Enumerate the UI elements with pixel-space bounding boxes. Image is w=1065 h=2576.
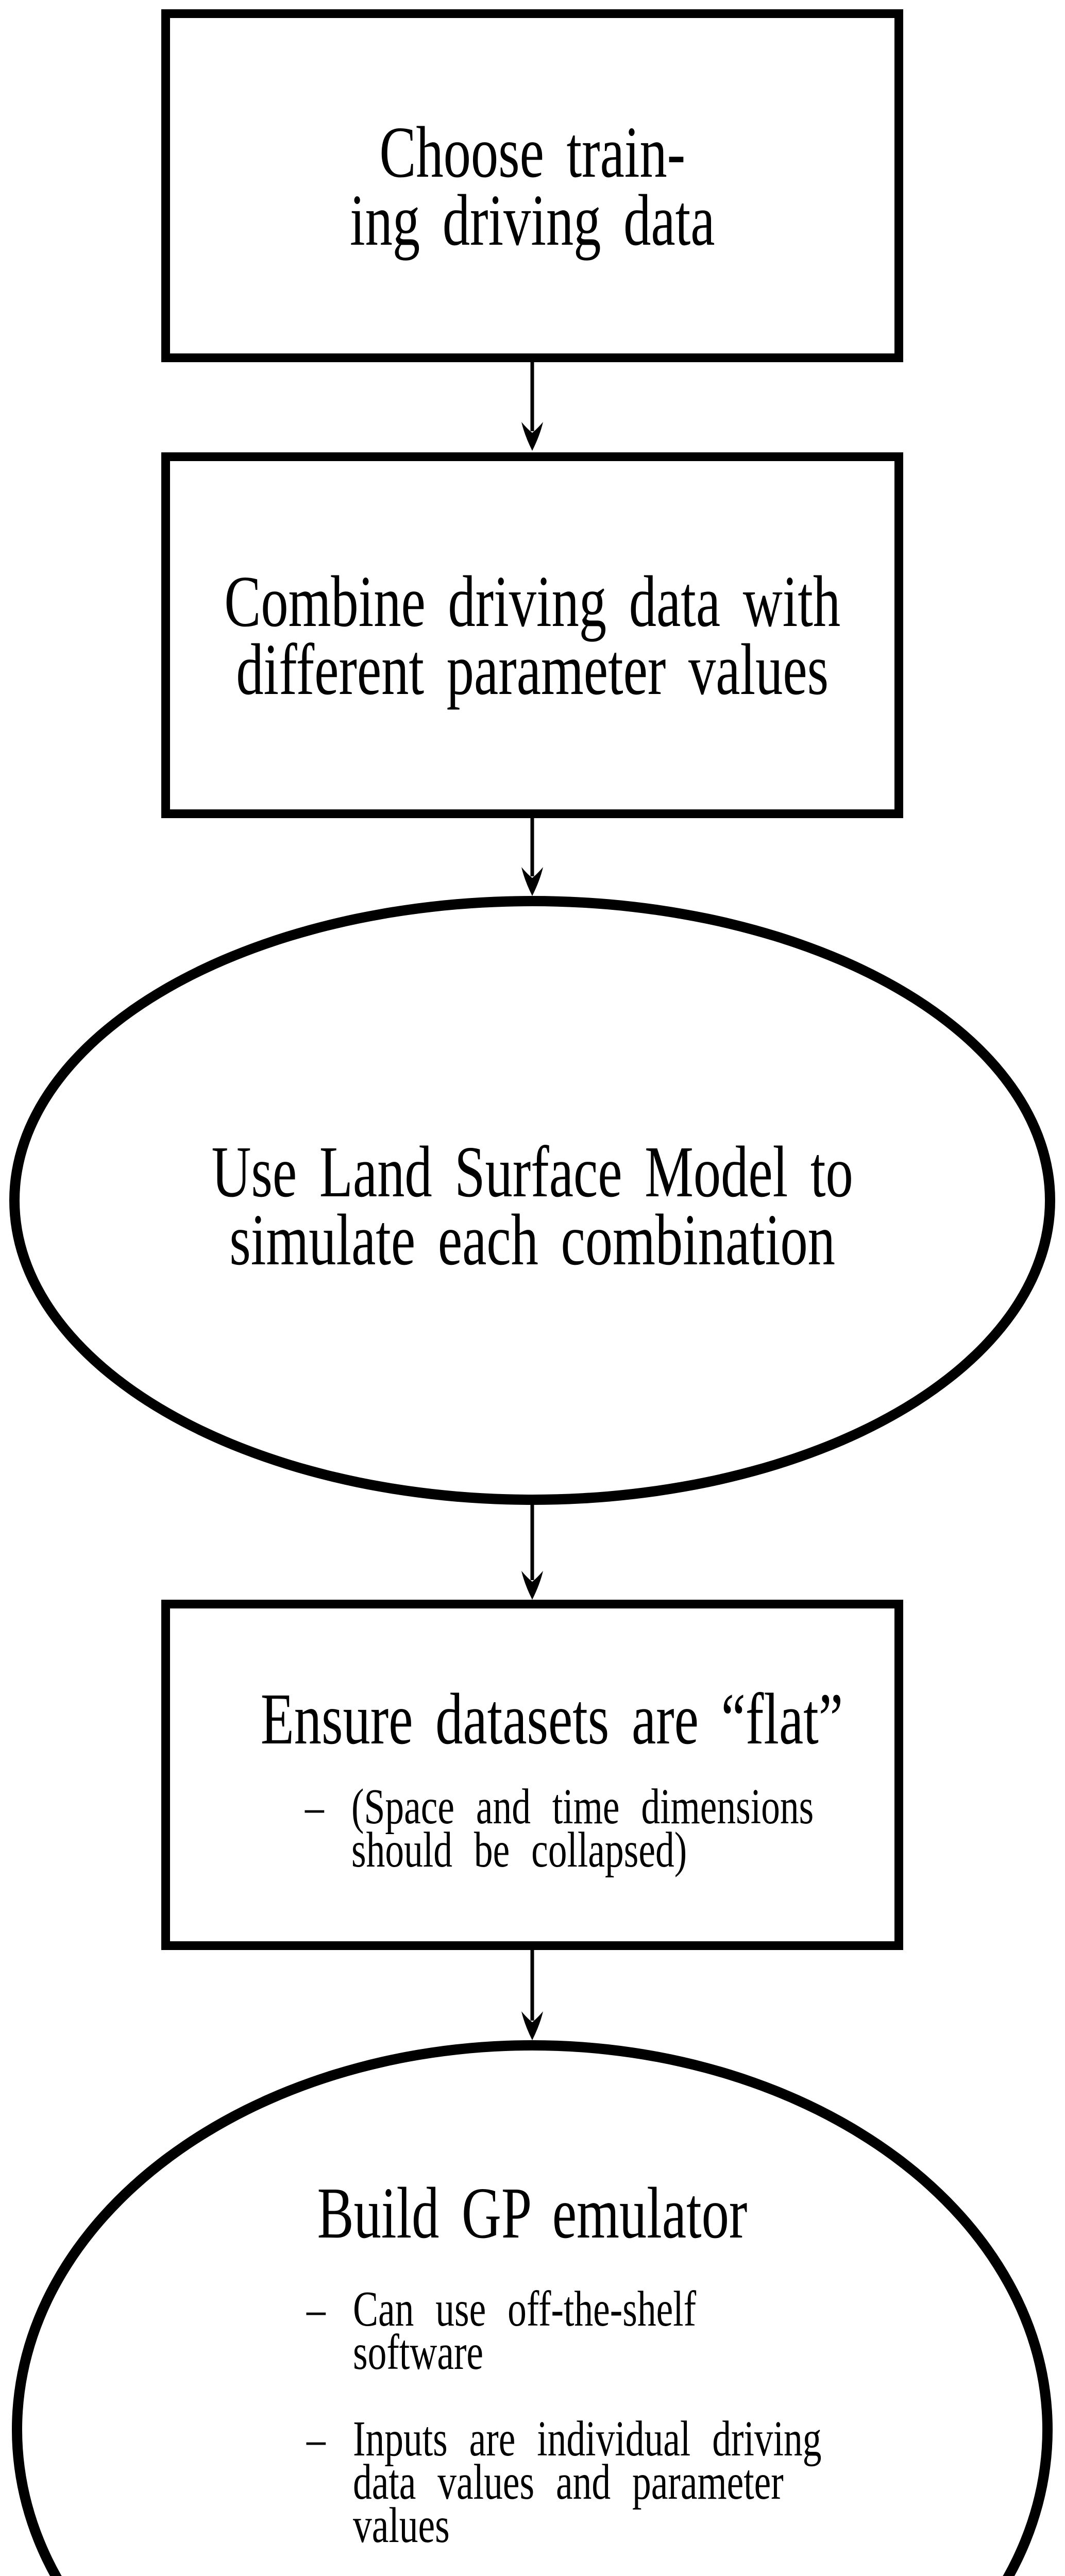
- bullet-dash: –: [307, 2281, 326, 2337]
- node-build-gp-emulator: Build GP emulator – Can use off-the-shel…: [12, 2040, 1053, 2576]
- text-line: Combine driving data with: [224, 561, 840, 642]
- arrow-svg: [521, 362, 543, 451]
- node-combine-driving-data: Combine driving data with different para…: [161, 452, 903, 818]
- node-run-land-surface-model: Use Land Surface Model to simulate each …: [9, 896, 1055, 1505]
- bullet-text: Can use off-the-shelf software: [353, 2281, 886, 2380]
- bullet-text: (Space and time dimensions should be col…: [351, 1779, 885, 1878]
- node-title: Build GP emulator: [317, 2172, 748, 2253]
- arrow-svg: [521, 818, 543, 896]
- bullet-list: – (Space and time dimensions should be c…: [305, 1779, 1065, 1878]
- text-line: values: [353, 2498, 450, 2553]
- node-text: Combine driving data with different para…: [224, 561, 840, 710]
- text-line: Use Land Surface Model to: [211, 1131, 853, 1212]
- flow-arrow-1: [512, 362, 553, 451]
- arrow-svg: [521, 1505, 543, 1600]
- text-line: simulate each combination: [229, 1199, 835, 1280]
- text-line: Choose train-: [379, 111, 685, 193]
- text-line: software: [353, 2325, 484, 2380]
- text-line: different parameter values: [236, 629, 829, 710]
- bullet-item: – Inputs are individual driving data val…: [307, 2411, 909, 2553]
- flow-arrow-4: [512, 1950, 553, 2040]
- text-line: Inputs are individual driving: [353, 2411, 822, 2467]
- bullet-item: – Can use off-the-shelf software: [307, 2281, 909, 2380]
- bullet-list: – Can use off-the-shelf software – Input…: [307, 2281, 1065, 2576]
- bullet-dash: –: [305, 1779, 324, 1835]
- bullet-text: Inputs are individual driving data value…: [353, 2411, 886, 2553]
- flow-arrow-3: [512, 1505, 553, 1600]
- text-line: ing driving data: [349, 179, 715, 261]
- text-line: Can use off-the-shelf: [353, 2281, 697, 2337]
- bullet-dash: –: [307, 2411, 326, 2467]
- text-line: (Space and time dimensions: [351, 1779, 814, 1835]
- node-text: Choose train- ing driving data: [349, 111, 715, 261]
- node-ensure-datasets-flat: Ensure datasets are “flat” – (Space and …: [161, 1600, 903, 1950]
- arrow-svg: [521, 1950, 543, 2040]
- flow-arrow-2: [512, 818, 553, 896]
- node-title: Ensure datasets are “flat”: [260, 1678, 843, 1759]
- text-line: should be collapsed): [351, 1822, 687, 1878]
- node-choose-training-data: Choose train- ing driving data: [161, 9, 903, 362]
- bullet-item: – (Space and time dimensions should be c…: [305, 1779, 908, 1878]
- node-text: Use Land Surface Model to simulate each …: [211, 1127, 853, 1280]
- text-line: data values and parameter: [353, 2454, 784, 2510]
